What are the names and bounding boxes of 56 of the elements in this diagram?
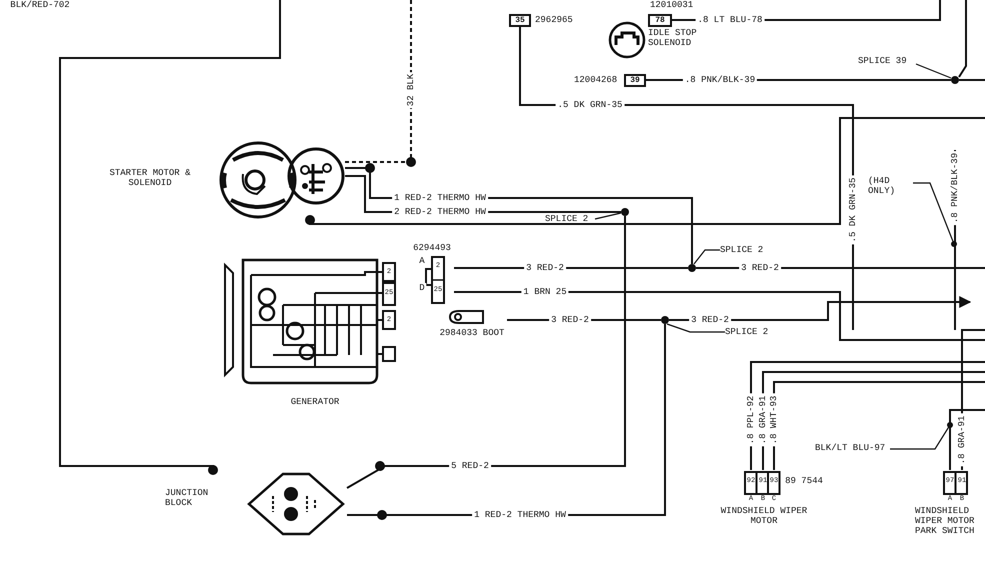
wire-label: 1 RED-2 THERMO HW [472,510,568,520]
wire-label: 3 RED-2 [524,263,566,273]
connector-pin-box: 78 [648,14,672,27]
wire [346,216,626,489]
leader-line [916,63,952,79]
wire [949,409,985,470]
wire [958,0,967,78]
connector-pin-box: 35 [509,14,531,27]
wire-label: .8 PNK/BLK-39 [682,75,758,85]
wire-label: .8 PPL-92 [746,394,756,446]
wire-label: .8 WHT-93 [769,394,779,446]
part-label: BLK/RED-702 [8,0,72,10]
part-label: D [417,283,427,293]
splice-label: SPLICE 2 [720,245,764,255]
splice-label: SPLICE 2 [725,327,770,337]
component-label: STARTER MOTOR & SOLENOID [108,168,192,188]
wire [59,0,281,475]
splice-label: SPLICE 39 [858,56,908,66]
connector-pin-box: 39 [624,74,646,87]
part-number: 12010031 [650,0,694,10]
leader-line [694,249,720,264]
wire-label: BLK/LT BLU-97 [815,443,886,453]
wire-label: 1 RED-2 THERMO HW [392,193,488,203]
wire-label: .8 PNK/BLK-39 [950,150,960,226]
part-number: 2984033 BOOT [438,328,506,338]
part-number: 6294493 [412,243,452,253]
wire [305,117,985,225]
leader-line [666,323,725,333]
wire-label: 3 RED-2 [689,315,731,325]
component-label: IDLE STOP SOLENOID [648,28,698,48]
wire-label: 3 RED-2 [739,263,781,273]
wire-label: 2 RED-2 THERMO HW [392,207,488,217]
component-label: JUNCTION BLOCK [165,488,210,508]
wire-label: 1 BRN 25 [521,287,569,297]
wire [454,291,985,341]
wire [959,79,985,81]
wire-label: .8 GRA-91 [758,394,768,446]
component-label: GENERATOR [290,397,340,407]
leader-line [913,182,957,247]
note-text: (H4D ONLY) [868,176,896,196]
part-number: 12004268 [574,75,618,85]
leader-line [890,422,953,450]
wire-label: .8 GRA-91 [957,414,967,466]
part-number: 2962965 [535,15,573,25]
wire-label: .5 DK GRN-35 [848,176,858,244]
component-label: WINDSHIELD WIPER MOTOR [720,506,808,526]
component-label: WINDSHIELD WIPER MOTOR PARK SWITCH [915,506,976,536]
wire-label: 5 RED-2 [449,461,491,471]
wire-label: 3 RED-2 [549,315,591,325]
wire-label: 32 BLK [406,72,416,108]
part-label: 89 7544 [783,476,825,486]
wire-label: .8 LT BLU-78 [696,15,764,25]
leader-line [594,212,622,220]
splice-label: SPLICE 2 [545,214,590,224]
part-label: A [417,256,427,266]
wire-label: .5 DK GRN-35 [556,100,624,110]
